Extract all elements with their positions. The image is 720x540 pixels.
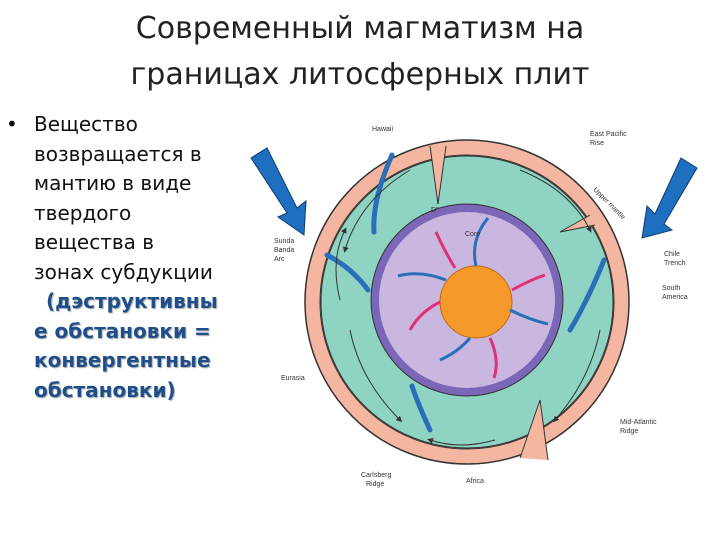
- label-mid-atlantic: Ridge: [620, 428, 638, 435]
- bullet-line: Вещество: [34, 112, 138, 136]
- label-sunda: Arc: [274, 256, 285, 263]
- emphasis-line: (дэструктивны: [46, 289, 218, 313]
- slab-bottom: [409, 383, 433, 433]
- bullet-text: Вещество возвращается в мантию в виде тв…: [34, 110, 256, 405]
- title-line-2: границах литосферных плит: [130, 57, 590, 92]
- convection-arrow: [519, 169, 592, 233]
- bullet-line: зонах субдукции: [34, 259, 213, 284]
- convection-arrow: [335, 227, 347, 301]
- hot-plume: [408, 300, 441, 331]
- hot-plume: [488, 337, 498, 379]
- label-sunda: Banda: [274, 247, 294, 254]
- page-title: Современный магматизм на границах литосф…: [60, 6, 660, 98]
- subduction-arrow-right: [641, 157, 698, 239]
- convection-arrow: [427, 438, 496, 446]
- label-south-america: America: [662, 294, 688, 301]
- label-d-layer: D": [431, 207, 439, 214]
- label-chile: Chile: [664, 251, 680, 258]
- hot-plume: [511, 273, 546, 292]
- bullet-marker: •: [6, 112, 18, 136]
- label-chile: Trench: [664, 260, 686, 267]
- ridge-right: [559, 214, 596, 233]
- bullet-line: твердого: [34, 200, 132, 225]
- title-line-1: Современный магматизм на: [135, 11, 585, 46]
- slab-top: [371, 152, 395, 235]
- emphasis-line: обстановки): [34, 377, 176, 402]
- ridge-bottom: [519, 399, 549, 461]
- subduction-arrow-left: [250, 147, 307, 236]
- convection-arrow: [349, 329, 403, 423]
- core: [439, 265, 513, 339]
- ridge-top: [429, 145, 447, 205]
- label-mid-atlantic: Mid-Atlantic: [620, 419, 657, 426]
- label-south-america: South: [662, 285, 680, 292]
- label-eurasia: Eurasia: [281, 375, 305, 382]
- bullet-line: мантию в виде: [34, 171, 192, 195]
- cold-plume: [397, 272, 447, 282]
- label-sunda: Sunda: [274, 238, 294, 245]
- label-hawaii: Hawaii: [372, 126, 393, 133]
- emphasis-line: е обстановки =: [34, 318, 211, 343]
- label-carlsberg: Carlsberg: [361, 472, 391, 479]
- label-africa: Africa: [466, 478, 484, 485]
- cold-plume: [439, 337, 472, 362]
- crust-inner-border: [319, 154, 615, 450]
- cold-plume: [509, 308, 549, 326]
- cold-plume: [473, 217, 490, 267]
- emphasis-line: конвергентные: [34, 348, 211, 372]
- bullet-line: возвращается в: [34, 141, 202, 166]
- hot-plume: [434, 231, 457, 269]
- slab-left: [324, 252, 371, 293]
- label-core: Core: [465, 231, 480, 238]
- bullet-line: вещества в: [34, 230, 155, 254]
- label-east-pacific: East Pacific: [590, 131, 627, 138]
- label-carlsberg: Ridge: [366, 481, 384, 488]
- convection-arrow: [553, 329, 601, 423]
- label-east-pacific: Rise: [590, 140, 604, 147]
- convection-arrow: [342, 169, 411, 253]
- slab-right: [567, 257, 607, 333]
- bullet-paragraph: • Вещество возвращается в мантию в виде …: [6, 110, 256, 405]
